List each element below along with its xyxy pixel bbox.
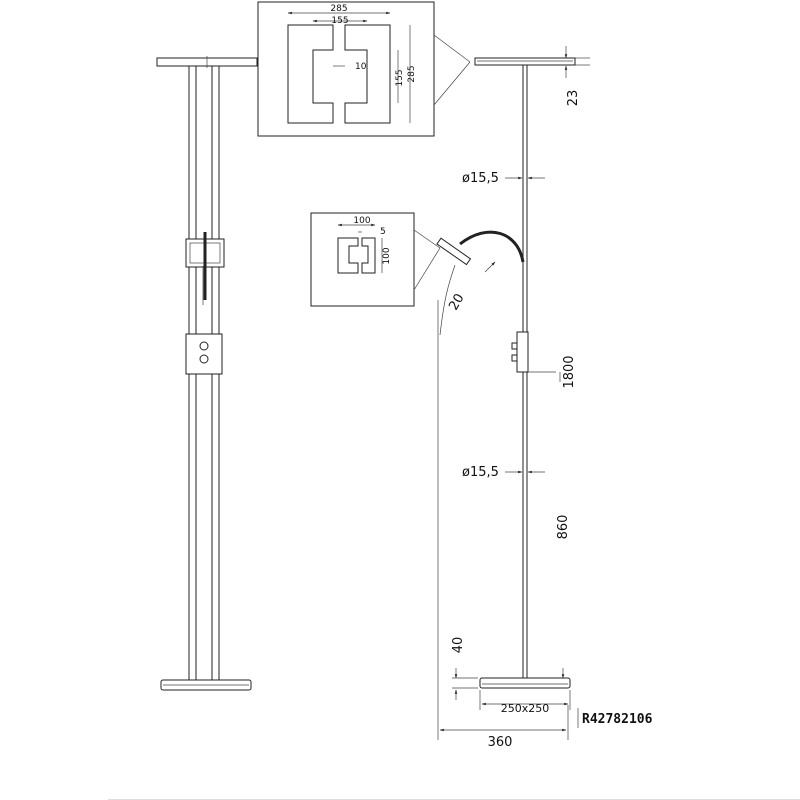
side-reading-head: [436, 237, 472, 266]
product-code: R42782106: [582, 712, 653, 727]
side-view-lamp: [436, 57, 576, 689]
dimension-labels: 23 ø15,5 20 1800 ø15,5 860 40 250x250 36…: [446, 90, 581, 750]
switch-button-2: [199, 354, 209, 364]
dim-base-size: 250x250: [501, 702, 550, 715]
dimension-lines: [437, 46, 590, 740]
side-uplight-head: [474, 57, 576, 66]
switch-button-1: [199, 341, 209, 351]
dim-head-height: 23: [566, 90, 581, 107]
detail-head-dim-gap: 5: [380, 227, 386, 237]
front-switch-box: [185, 333, 223, 375]
detail-top-dim-gap: 10: [355, 62, 367, 72]
side-switch-box: [516, 331, 529, 373]
front-view-lamp: [156, 56, 258, 691]
detail-top-dim-inner-v: 155: [395, 69, 405, 86]
detail-head-dim-height: 100: [382, 247, 392, 264]
detail-top-dim-inner: 155: [331, 16, 348, 26]
detail-top-view: 285 155 10 155 285: [257, 1, 471, 137]
detail-top-dim-width: 285: [330, 4, 347, 14]
detail-head-dim-width: 100: [353, 216, 370, 226]
dim-reach: 360: [488, 735, 513, 750]
dim-diameter-lower: ø15,5: [462, 465, 499, 480]
flex-arm: [459, 230, 525, 263]
detail-reading-head: 100 5 100: [310, 212, 441, 307]
dim-angle: 20: [446, 291, 467, 313]
dim-diameter-upper: ø15,5: [462, 171, 499, 186]
detail-top-dim-height: 285: [407, 65, 417, 82]
dim-base-height: 40: [451, 637, 466, 654]
dim-total-height: 1800: [562, 355, 577, 388]
side-base: [479, 677, 571, 689]
dim-switch-height: 860: [556, 515, 571, 540]
